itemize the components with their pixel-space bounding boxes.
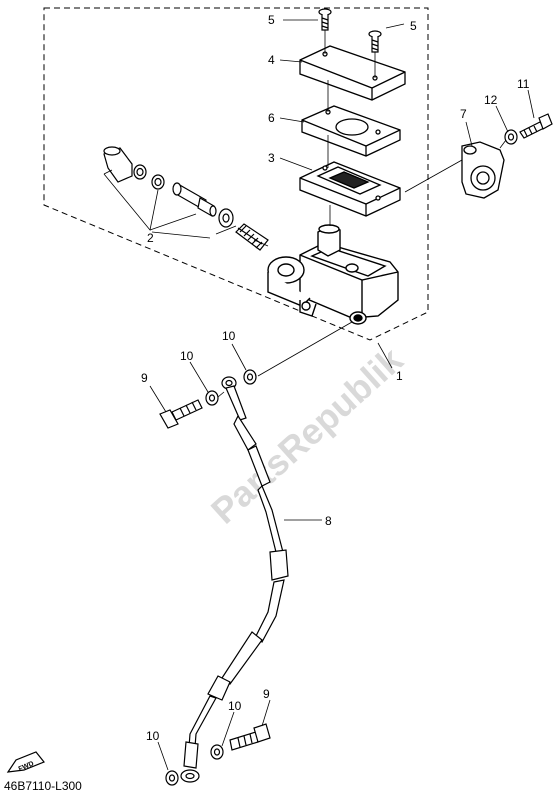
union-bolt-9-lower <box>229 723 271 751</box>
diagram-reference-code: 46B7110-L300 <box>4 779 82 793</box>
callout-3: 3 <box>268 151 275 165</box>
watermark: PartsRepublik <box>203 338 411 531</box>
screw-5-right <box>368 30 382 53</box>
washer-10-a <box>205 390 219 406</box>
fwd-arrow-icon: FWD <box>6 751 45 773</box>
callout-11: 11 <box>517 77 530 91</box>
callout-1: 1 <box>396 369 403 383</box>
diaphragm-plate <box>301 105 401 157</box>
washer-10-b <box>243 369 257 385</box>
washer-10-d <box>165 770 179 786</box>
callout-5-left: 5 <box>268 13 275 27</box>
assembly-guide-lines <box>217 30 507 398</box>
callout-10-a: 10 <box>180 349 194 363</box>
piston-kit <box>103 146 269 251</box>
assembly-boundary <box>43 7 429 341</box>
brake-hose <box>180 376 289 783</box>
master-cylinder-holder <box>461 141 505 199</box>
callout-8: 8 <box>325 514 332 528</box>
washer-12 <box>504 129 518 145</box>
callout-9-upper: 9 <box>141 371 148 385</box>
master-cylinder-body <box>267 224 399 325</box>
leader-lines <box>103 19 535 771</box>
callout-10-d: 10 <box>146 729 160 743</box>
callout-2: 2 <box>147 231 154 245</box>
washer-10-c <box>210 744 224 760</box>
callout-10-b: 10 <box>222 329 236 343</box>
callout-9-lower: 9 <box>263 687 270 701</box>
reservoir-cap <box>299 45 406 101</box>
callout-4: 4 <box>268 53 275 67</box>
callout-6: 6 <box>268 111 275 125</box>
screw-5-left <box>318 8 332 31</box>
callout-12: 12 <box>484 93 498 107</box>
diaphragm <box>299 161 401 217</box>
callout-10-c: 10 <box>228 699 242 713</box>
bolt-11 <box>519 113 553 139</box>
callout-5-right: 5 <box>410 19 417 33</box>
callout-7: 7 <box>460 107 467 121</box>
union-bolt-9-upper <box>159 399 203 429</box>
